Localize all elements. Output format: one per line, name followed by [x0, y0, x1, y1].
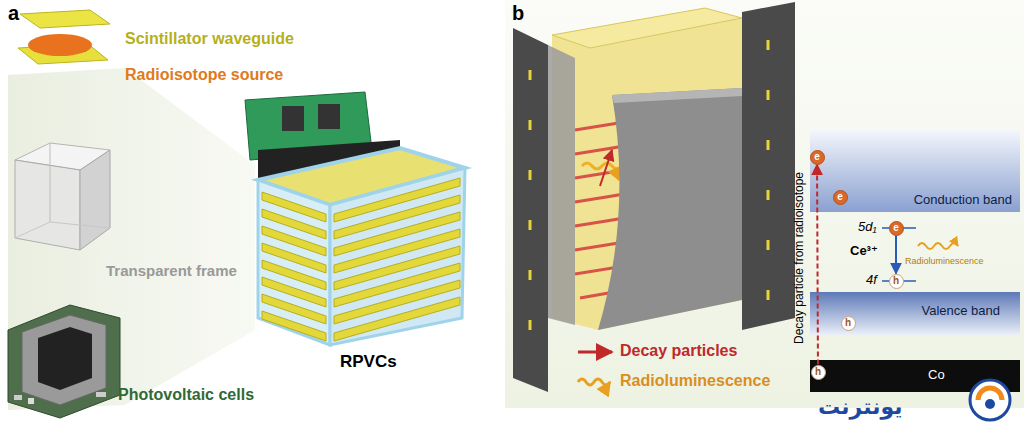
- watermark-logo: [985, 399, 995, 409]
- connector-arrow: [895, 236, 897, 274]
- photovoltaic-board: [96, 392, 106, 397]
- band-label: Co: [928, 368, 945, 383]
- transparent-frame: [15, 143, 110, 250]
- cutaway-cube: [582, 163, 622, 169]
- energy-level: [882, 228, 958, 281]
- legend-sample: [578, 352, 612, 385]
- transparent-frame: [50, 222, 110, 228]
- cutaway-cube: [767, 40, 770, 50]
- cutaway-cube: [513, 28, 548, 392]
- hole-circle: h: [841, 316, 856, 331]
- cutaway-cube: [513, 2, 795, 392]
- cutaway-cube: [529, 170, 532, 180]
- legend-label: Radioluminescence: [620, 372, 770, 390]
- energy-band: Conduction band e e: [810, 130, 1020, 212]
- energy-band-fill: [810, 130, 1020, 392]
- cutaway-cube: [548, 45, 575, 325]
- energy-level-label: 5d₁: [858, 220, 877, 235]
- band-label: Valence band: [921, 304, 1000, 319]
- cutaway-cube: [529, 70, 532, 80]
- cutaway-cube: [529, 320, 532, 330]
- axis-label: Decay particle from radioisotope: [793, 172, 807, 344]
- charge-label: h: [815, 367, 821, 377]
- rpvc-device: [318, 104, 340, 129]
- transparent-frame: [80, 150, 110, 250]
- watermark-logo: [970, 380, 1010, 420]
- part-name: RPVCs: [340, 352, 397, 372]
- part-name: Photovoltaic cells: [118, 386, 254, 404]
- part-name: Scintillator waveguide: [125, 30, 294, 48]
- energy-band: Co h: [810, 360, 1020, 392]
- cutaway-cube: [598, 88, 742, 330]
- rpvc-device: [334, 297, 460, 341]
- watermark-logo: [970, 380, 1010, 420]
- electron-circle: e: [889, 221, 904, 236]
- transparent-frame: [15, 222, 50, 238]
- charge-label: e: [814, 152, 820, 162]
- cutaway-cube: [767, 290, 770, 300]
- rpvc-device: [258, 180, 330, 345]
- charge-label: e: [893, 223, 899, 233]
- energy-level: [918, 243, 958, 249]
- cutaway-cube: [612, 88, 742, 103]
- photovoltaic-board: [22, 315, 106, 405]
- legend-sample: [578, 351, 612, 354]
- charge-label: h: [845, 318, 851, 328]
- scintillator-stack: [20, 10, 110, 28]
- photovoltaic-board: [28, 398, 34, 404]
- panel-ground: [505, 0, 1024, 408]
- part-name: Radioisotope source: [125, 66, 283, 84]
- photovoltaic-board: [8, 305, 120, 418]
- energy-level-label: 4f: [866, 273, 877, 288]
- panel-ground: [505, 0, 1024, 408]
- cutaway-cube: [552, 8, 742, 48]
- zoom-ground: [8, 68, 255, 410]
- energy-band: Valence band h: [810, 292, 1020, 336]
- photovoltaic-board: [14, 395, 22, 400]
- rpvc-device: [282, 106, 304, 131]
- cutaway-cube: [767, 90, 770, 100]
- zoom-ground: [8, 68, 255, 410]
- watermark: یونترنت: [818, 394, 903, 419]
- panel-letter: b: [512, 2, 524, 25]
- cutaway-cube: [767, 140, 770, 150]
- legend-sample: [578, 379, 610, 385]
- band-label: Conduction band: [914, 193, 1012, 208]
- panel-letter: a: [8, 2, 19, 25]
- cutaway-cube: [600, 150, 612, 186]
- part-name: Transparent frame: [106, 262, 237, 279]
- scintillator-stack: [28, 34, 92, 56]
- cutaway-cube: [552, 8, 742, 330]
- photovoltaic-board: [38, 327, 92, 390]
- emission-label: Radioluminescence: [905, 256, 984, 266]
- ion-label: Ce³⁺: [850, 244, 878, 259]
- cutaway-cube: [529, 120, 532, 130]
- watermark-logo: [978, 388, 1002, 400]
- connector-arrow: [816, 165, 819, 365]
- cutaway-cube: [529, 220, 532, 230]
- charge-label: h: [893, 276, 899, 286]
- cutaway-cube: [767, 240, 770, 250]
- electron-circle: e: [810, 150, 825, 165]
- rpvc-device: [262, 311, 326, 341]
- cutaway-cube: [742, 2, 795, 330]
- cutaway-cube: [529, 270, 532, 280]
- rpvc-device: [245, 92, 465, 345]
- transparent-frame: [50, 143, 51, 222]
- electron-circle: e: [833, 190, 848, 205]
- photovoltaic-board: [8, 305, 120, 418]
- energy-band-fill: [810, 292, 1020, 336]
- hole-circle: h: [889, 274, 904, 289]
- scintillator-stack: [18, 10, 110, 64]
- energy-band-fill: [810, 130, 1020, 212]
- charge-label: e: [837, 192, 843, 202]
- cutaway-cube: [767, 190, 770, 200]
- transparent-frame: [15, 160, 80, 250]
- rpvc-device: [330, 168, 465, 345]
- hole-circle: h: [811, 365, 826, 380]
- legend-label: Decay particles: [620, 342, 737, 360]
